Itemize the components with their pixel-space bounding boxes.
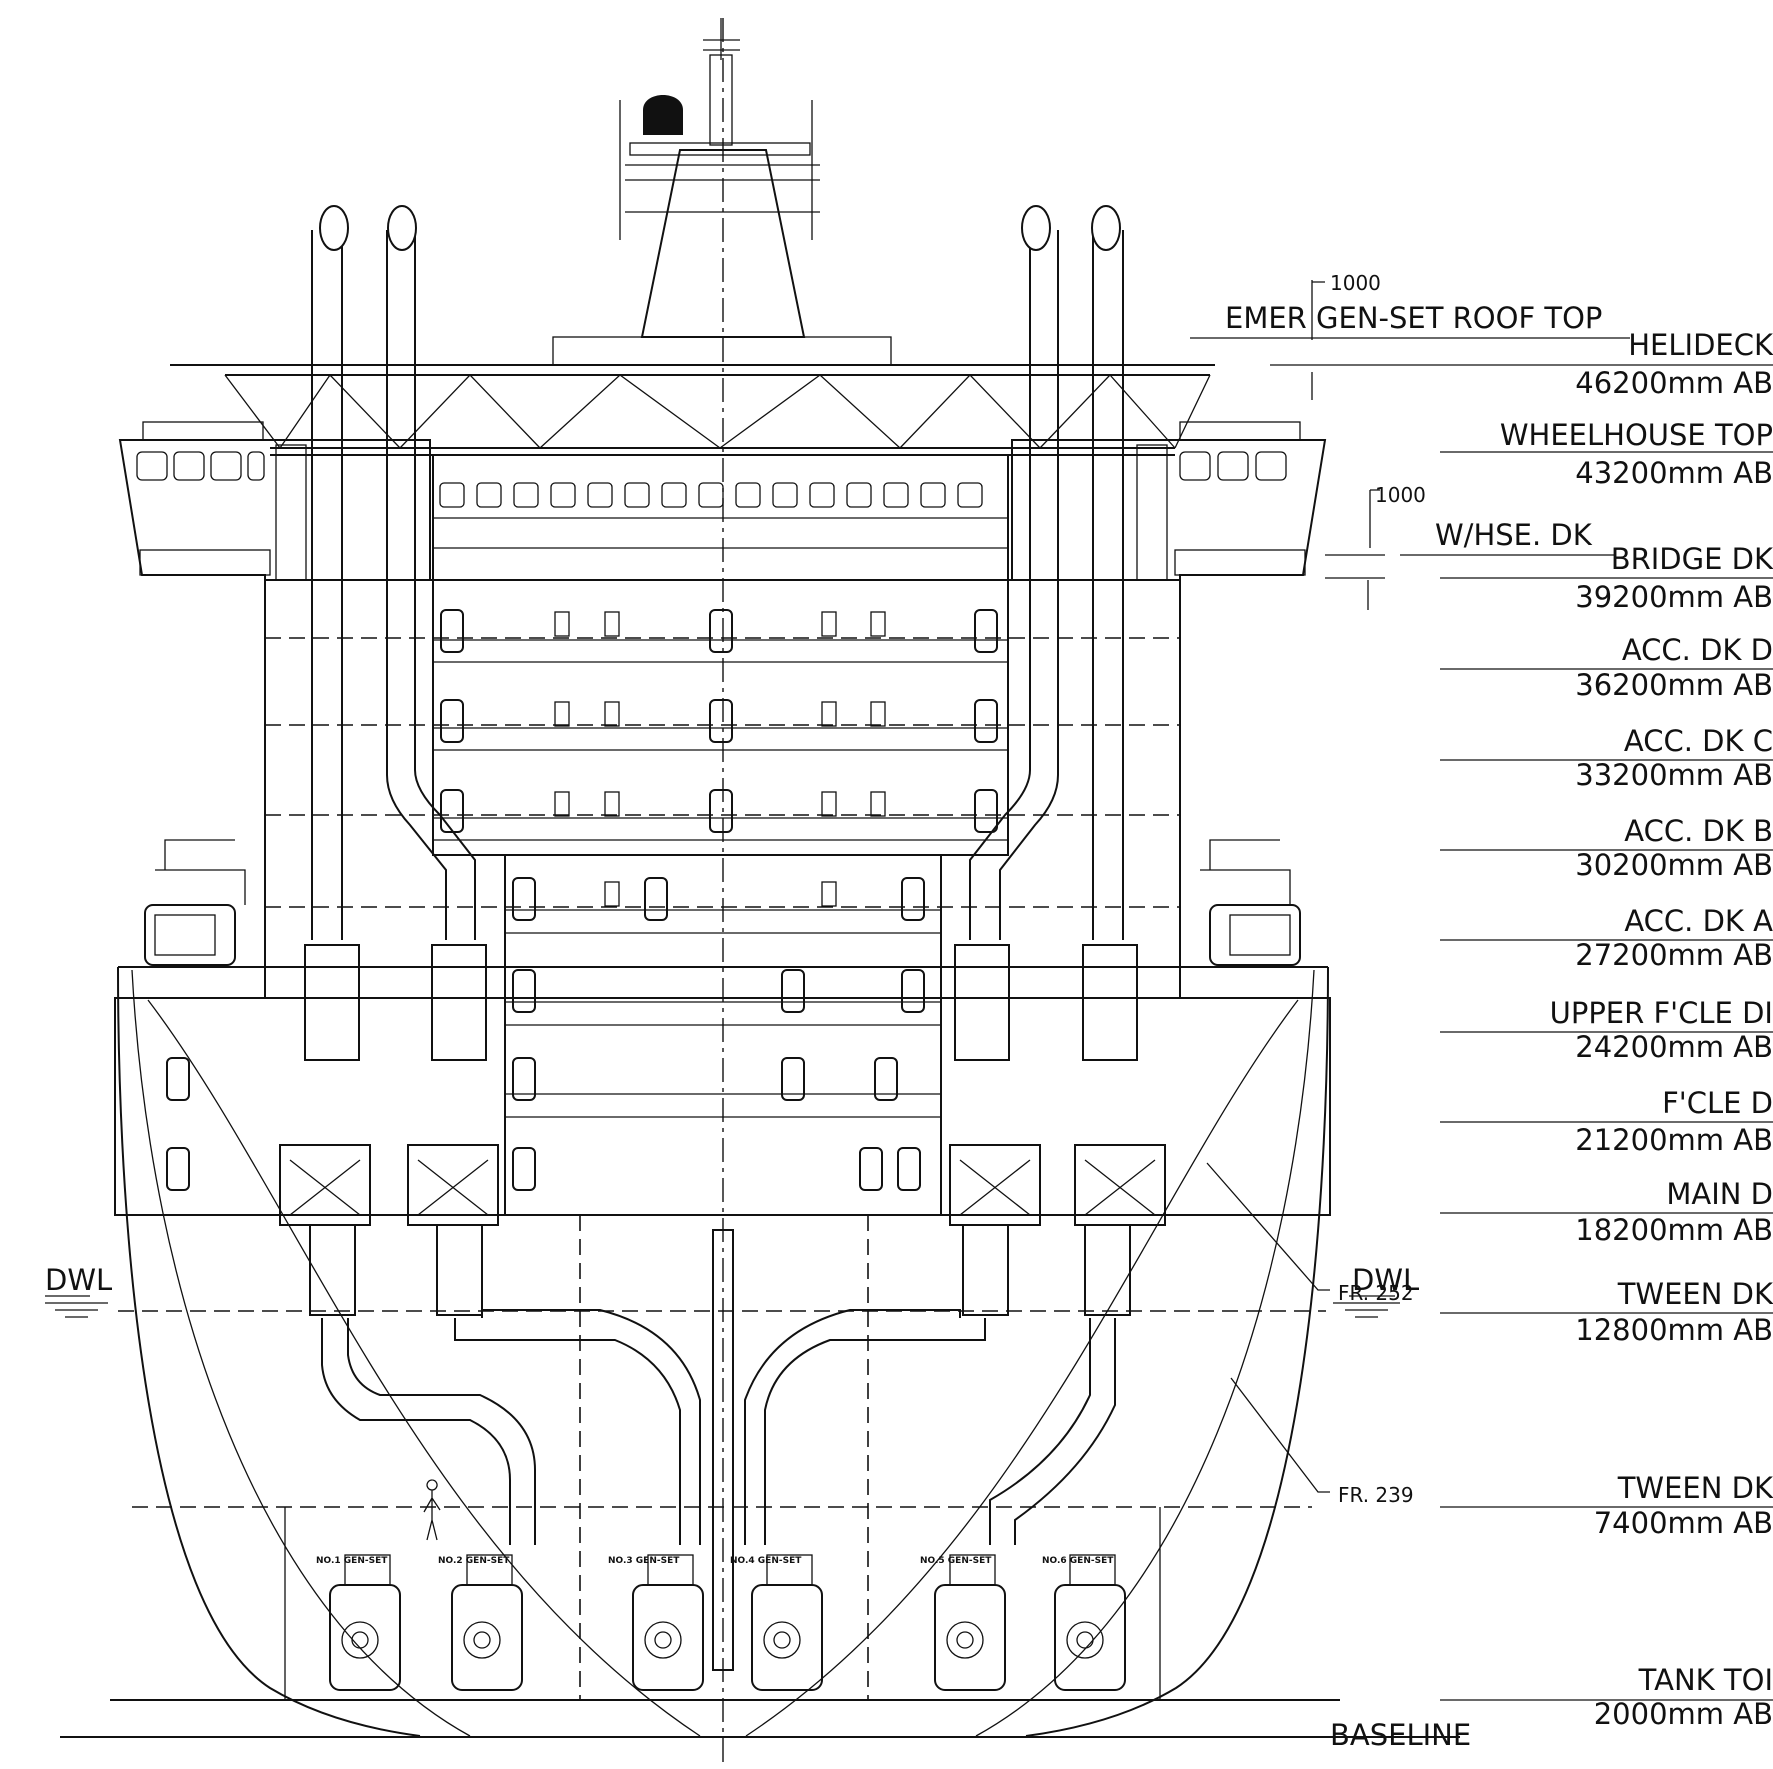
deck-labels: EMER GEN-SET ROOF TOP 1000 1000 W/HSE. D… (45, 271, 1773, 1752)
doors (166, 609, 998, 1191)
genset-2: NO.2 GEN-SET (438, 1554, 523, 1691)
dwl-right-label: DWL (1352, 1263, 1419, 1297)
bridge-wings (118, 421, 1327, 581)
deck-2-name: BRIDGE DK (1611, 542, 1773, 576)
accommodation-block (166, 454, 1009, 1216)
genset-6-label: NO.6 GEN-SET (1042, 1556, 1114, 1566)
fr-252-label: FR. 252 (1338, 1281, 1414, 1305)
deck-10-elev: 12800mm AB (1575, 1313, 1773, 1347)
deck-6-elev: 27200mm AB (1575, 938, 1773, 972)
cabin-windows (554, 611, 886, 907)
genset-5-label: NO.5 GEN-SET (920, 1556, 992, 1566)
radome-icon (643, 95, 683, 135)
deck-1-elev: 43200mm AB (1575, 456, 1773, 490)
baseline-label: BASELINE (1330, 1718, 1471, 1752)
deck-10-name: TWEEN DK (1617, 1277, 1773, 1311)
genset-3-label: NO.3 GEN-SET (608, 1556, 680, 1566)
deck-4-name: ACC. DK C (1624, 724, 1773, 758)
deck-12-elev: 2000mm AB (1594, 1697, 1773, 1731)
deck-8-elev: 21200mm AB (1575, 1123, 1773, 1157)
wheelhouse-windows (439, 482, 983, 508)
dwl-left-label: DWL (45, 1263, 112, 1297)
gen-sets: NO.1 GEN-SET NO.2 GEN-SET NO.3 GEN-SET N… (316, 1479, 1126, 1691)
genset-3: NO.3 GEN-SET (608, 1554, 704, 1691)
deck-4-elev: 33200mm AB (1575, 758, 1773, 792)
person-figure (423, 1479, 441, 1541)
mast (619, 18, 820, 338)
davits (144, 839, 1301, 966)
deck-annotation-lines (45, 280, 1773, 1701)
deck-5-name: ACC. DK B (1624, 814, 1773, 848)
deck-3-name: ACC. DK D (1622, 633, 1773, 667)
emer-gen-roof-label: EMER GEN-SET ROOF TOP (1225, 301, 1602, 335)
deck-9-elev: 18200mm AB (1575, 1213, 1773, 1247)
deck-7-name: UPPER F'CLE DI (1550, 996, 1773, 1030)
deck-0-elev: 46200mm AB (1575, 366, 1773, 400)
dim-1000-top: 1000 (1330, 271, 1381, 295)
whse-dk-label: W/HSE. DK (1435, 518, 1593, 552)
hull-outline (60, 966, 1460, 1738)
deck-9-name: MAIN D (1666, 1177, 1773, 1211)
deck-8-name: F'CLE D (1662, 1086, 1773, 1120)
genset-1: NO.1 GEN-SET (316, 1554, 401, 1691)
deck-5-elev: 30200mm AB (1575, 848, 1773, 882)
genset-5: NO.5 GEN-SET (920, 1554, 1006, 1691)
deck-2-elev: 39200mm AB (1575, 580, 1773, 614)
deck-6-name: ACC. DK A (1624, 904, 1773, 938)
exhaust-pipes (279, 205, 1166, 1671)
deck-11-name: TWEEN DK (1617, 1471, 1773, 1505)
deck-3-elev: 36200mm AB (1575, 668, 1773, 702)
genset-1-label: NO.1 GEN-SET (316, 1556, 388, 1566)
dim-1000-bridge: 1000 (1375, 483, 1426, 507)
deck-0-name: HELIDECK (1628, 328, 1773, 362)
genset-4-label: NO.4 GEN-SET (730, 1556, 802, 1566)
deck-12-name: TANK TOI (1638, 1663, 1773, 1697)
genset-4: NO.4 GEN-SET (730, 1554, 823, 1691)
helideck (170, 336, 1215, 456)
deck-7-elev: 24200mm AB (1575, 1030, 1773, 1064)
genset-6: NO.6 GEN-SET (1042, 1554, 1126, 1691)
fr-239-label: FR. 239 (1338, 1483, 1414, 1507)
genset-2-label: NO.2 GEN-SET (438, 1556, 510, 1566)
deck-11-elev: 7400mm AB (1594, 1506, 1773, 1540)
deck-1-name: WHEELHOUSE TOP (1500, 418, 1773, 452)
